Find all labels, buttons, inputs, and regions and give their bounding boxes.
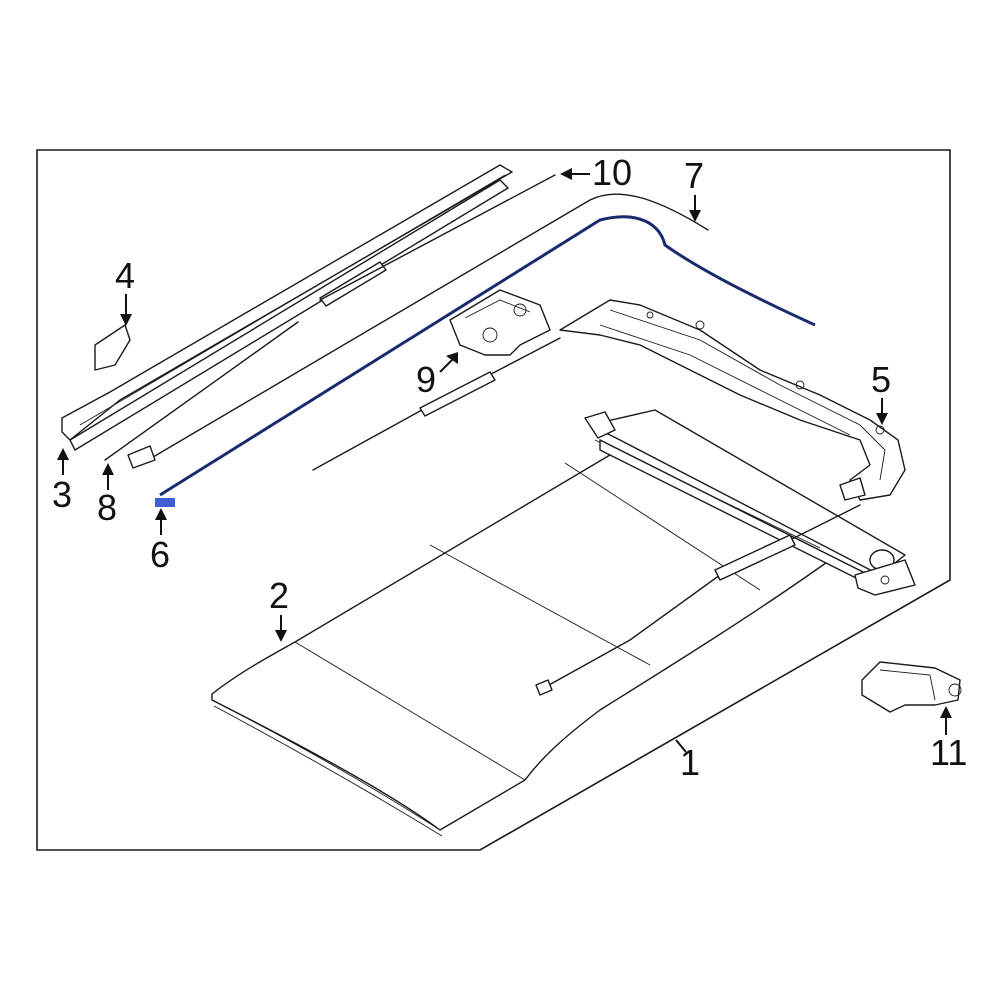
roller-assembly	[584, 409, 916, 596]
left-cable	[104, 321, 299, 461]
callout-7: 7	[684, 155, 704, 196]
callout-10: 10	[592, 152, 632, 193]
callout-2: 2	[269, 575, 289, 616]
drain-hose-upper	[147, 193, 709, 461]
callout-4: 4	[115, 255, 135, 296]
leader-lines	[57, 168, 952, 753]
callout-1: 1	[680, 742, 700, 783]
callout-11: 11	[930, 732, 967, 773]
callout-6: 6	[150, 534, 170, 575]
drive-cables	[312, 337, 861, 696]
left-guide-rail	[61, 164, 513, 451]
callout-5: 5	[871, 359, 891, 400]
weatherstrip	[319, 174, 556, 301]
diagram-frame	[36, 149, 951, 851]
small-bracket	[94, 324, 131, 371]
callout-3: 3	[52, 474, 72, 515]
mount-bracket	[449, 289, 551, 356]
drain-hose-clip	[155, 498, 175, 507]
left-cable-clip	[127, 445, 156, 469]
callout-9: 9	[416, 359, 436, 400]
drain-hose-highlighted	[159, 215, 816, 497]
right-guide-rail	[559, 299, 906, 501]
callout-8: 8	[97, 487, 117, 528]
sunroof-motor	[861, 661, 962, 713]
